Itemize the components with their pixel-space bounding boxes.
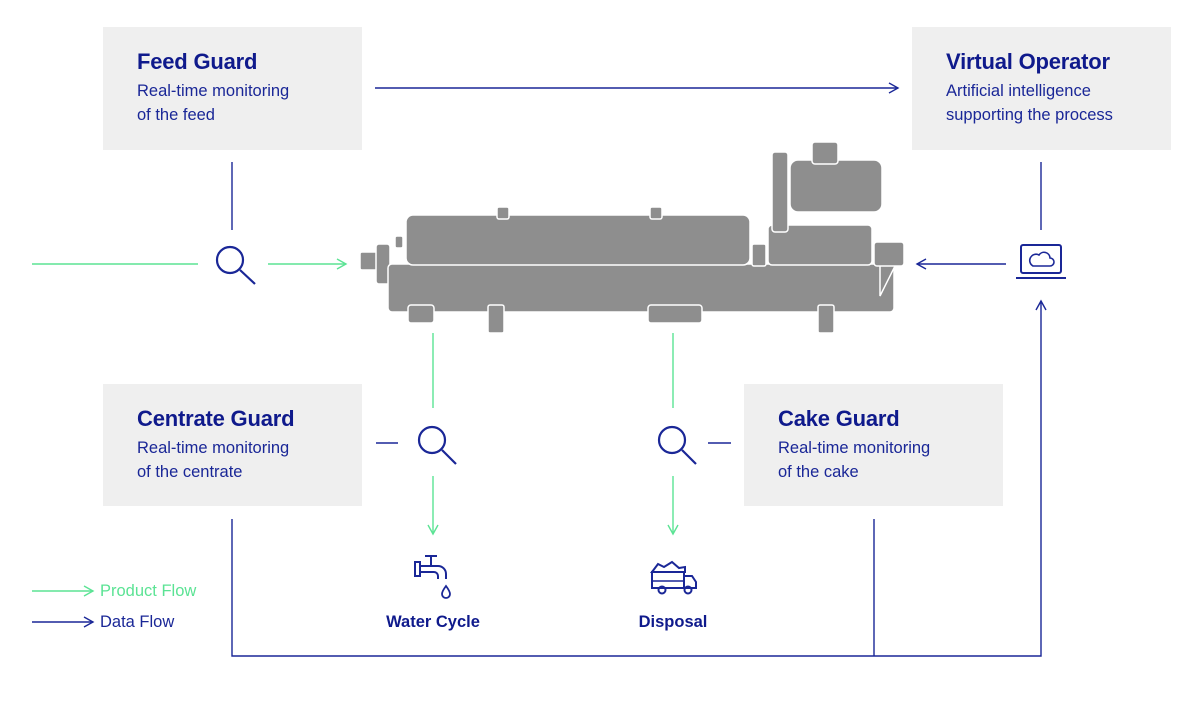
legend-product-flow-label: Product Flow xyxy=(100,582,197,600)
virtual-operator-title: Virtual Operator xyxy=(946,49,1110,74)
cake-guard-description: Real-time monitoring of the cake xyxy=(778,439,931,481)
virtual-operator-description: Artificial intelligence supporting the p… xyxy=(946,82,1113,124)
decanter-centrifuge-icon xyxy=(359,141,905,334)
water-tap-icon xyxy=(414,555,451,599)
centrate-guard-description: Real-time monitoring of the centrate xyxy=(137,439,290,481)
centrate-guard-box: Centrate Guard Real-time monitoring of t… xyxy=(103,384,362,506)
feed-guard-description: Real-time monitoring of the feed xyxy=(137,82,290,124)
centrate-guard-title: Centrate Guard xyxy=(137,406,295,431)
data-flow-return-loop xyxy=(231,299,1047,657)
legend-data-flow-label: Data Flow xyxy=(100,613,175,631)
feed-sensor-magnifier-icon xyxy=(215,245,256,285)
centrate-sensor-magnifier-icon xyxy=(417,425,457,465)
cake-sensor-magnifier-icon xyxy=(657,425,697,465)
water-cycle-label: Water Cycle xyxy=(386,613,480,631)
dump-truck-icon xyxy=(650,560,697,595)
feed-guard-title: Feed Guard xyxy=(137,49,258,74)
virtual-operator-box: Virtual Operator Artificial intelligence… xyxy=(912,27,1171,150)
cake-guard-title: Cake Guard xyxy=(778,406,900,431)
laptop-cloud-icon xyxy=(1016,244,1066,279)
feed-guard-box: Feed Guard Real-time monitoring of the f… xyxy=(103,27,362,150)
disposal-label: Disposal xyxy=(638,613,708,631)
cake-guard-box: Cake Guard Real-time monitoring of the c… xyxy=(744,384,1003,506)
